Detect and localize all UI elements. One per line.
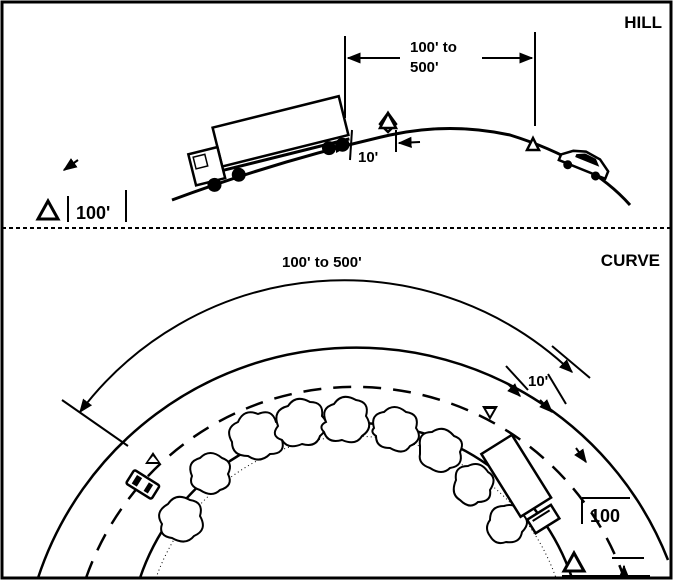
curve-warning-triangle-behind — [561, 549, 587, 573]
hill-behind-label: 100' — [76, 203, 110, 223]
hill-dim-label-line2: 500' — [410, 59, 439, 76]
tree-6 — [189, 452, 231, 495]
tree-5 — [418, 427, 463, 473]
tree-2 — [273, 397, 328, 448]
truck-on-hill — [186, 94, 350, 192]
curve-gap-tick-right — [547, 373, 567, 405]
curve-move-arrow-1 — [539, 399, 553, 413]
truck-on-curve — [479, 433, 562, 535]
tree-3 — [320, 395, 371, 444]
curve-move-arrow-2 — [574, 447, 587, 464]
hill-warning-triangle-behind — [35, 197, 61, 221]
curve-dim-label: 100' to 500' — [282, 254, 362, 271]
car-on-curve — [125, 469, 161, 500]
hill-gap-tick-left — [349, 129, 353, 161]
tree-8 — [158, 495, 204, 543]
curve-dim-arc — [79, 279, 574, 414]
tree-cluster — [158, 395, 528, 545]
tree-9 — [486, 504, 528, 545]
curve-gap-label: 10' — [528, 373, 548, 390]
tree-4 — [371, 406, 420, 453]
curve-behind-label: 100 — [590, 506, 620, 526]
hill-warning-triangle-far — [524, 135, 542, 152]
hill-warning-triangle-near-shape — [377, 110, 399, 130]
hill-gap-arrow-right — [397, 136, 421, 148]
curve-move-arrow-3 — [507, 383, 521, 397]
hill-gap-arrow-left — [329, 141, 350, 153]
curve-panel: CURVE 100' to 500' — [36, 251, 670, 579]
hill-dim-label-line1: 100' to — [410, 39, 457, 56]
curve-dim-tick-right — [551, 345, 591, 379]
curve-warning-triangle-near-inner — [486, 409, 494, 416]
curve-dim-tick-left — [61, 399, 129, 447]
curve-title: CURVE — [601, 251, 660, 270]
car-on-hill — [557, 149, 610, 181]
curve-gap-tick-left — [505, 365, 529, 391]
tree-7 — [452, 463, 495, 507]
hill-gap-label: 10' — [358, 149, 378, 166]
hill-behind-arrow — [62, 158, 79, 171]
curve-warning-triangle-left-inner — [148, 456, 158, 462]
road-outer-edge — [36, 346, 670, 579]
hill-panel: HILL 10' 100' to 500' — [35, 13, 662, 223]
hill-title: HILL — [624, 13, 662, 32]
